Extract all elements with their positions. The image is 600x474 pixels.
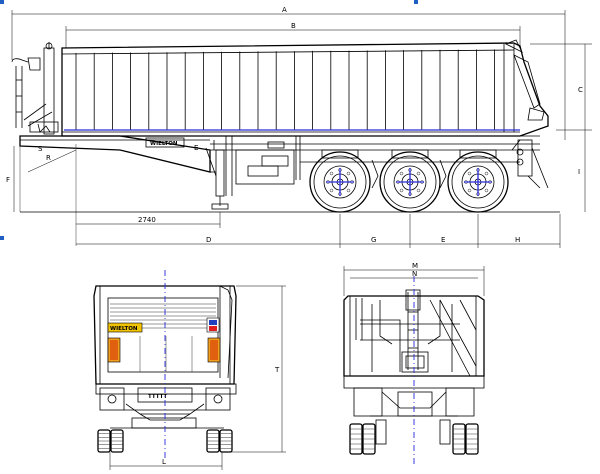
chassis: WIELTON: [19, 135, 540, 196]
tyre: [465, 423, 479, 455]
front-ladder: [11, 42, 59, 135]
front-ladder-top: [405, 289, 421, 311]
dim-label-r: R: [46, 154, 51, 162]
landing-gear: [205, 147, 229, 210]
dimension-t: T: [230, 285, 286, 453]
dim-label-n: N: [412, 270, 417, 278]
dim-label-2740: 2740: [138, 216, 156, 224]
rear-bumper-bar: [95, 383, 237, 395]
dimension-f: F: [6, 146, 15, 212]
dim-label-e: E: [194, 144, 198, 152]
tyre: [349, 423, 363, 455]
front-view: M N: [343, 262, 485, 466]
rear-brand-badge: [107, 322, 143, 333]
dim-label-e2: E: [441, 236, 445, 244]
front-tyres: [349, 423, 479, 455]
dimension-m: M: [343, 262, 485, 296]
dimension-a: A: [11, 6, 566, 140]
dimension-b: B: [65, 22, 521, 48]
dim-label-f: F: [6, 176, 10, 184]
rear-light-left: [99, 387, 125, 411]
tyre: [452, 423, 466, 455]
dimension-2740: 2740: [76, 212, 221, 228]
side-view: A B: [6, 6, 592, 248]
dim-label-c: C: [578, 86, 583, 94]
dim-label-t: T: [274, 366, 280, 374]
dim-label-g: G: [371, 236, 376, 244]
rear-view: WIELTON TTTTT T: [93, 270, 286, 470]
dim-label-b: B: [291, 22, 296, 30]
rear-light-right: [205, 387, 231, 411]
selection-handles[interactable]: [0, 0, 418, 240]
dimension-l: L: [109, 452, 223, 470]
rear-brand-label: WIELTON: [110, 326, 138, 332]
dim-label-a: A: [282, 6, 287, 14]
front-dimensions: R S E I: [27, 144, 580, 176]
side-brand-label: WIELTON: [150, 141, 178, 147]
axle-group: [309, 149, 509, 230]
dim-label-m: M: [412, 262, 418, 270]
tipper-body: [61, 39, 549, 137]
rear-bumper: [511, 139, 549, 189]
rear-door-slats: [110, 303, 216, 372]
body-ribs: [75, 49, 496, 130]
axle-wheel: [309, 149, 371, 230]
tyre: [362, 423, 376, 455]
suspension-link: [371, 159, 379, 189]
suspension-link: [439, 159, 447, 189]
tyre: [219, 429, 233, 453]
dim-label-h: H: [515, 236, 520, 244]
dimension-c: C: [530, 43, 592, 212]
dimension-chain: D G E H: [76, 214, 561, 248]
dim-label-l: L: [162, 458, 166, 466]
dim-label-i: I: [578, 168, 580, 176]
dim-label-d: D: [206, 236, 211, 244]
rear-tyres: [97, 429, 233, 453]
dim-label-s: S: [38, 145, 43, 153]
rear-plate-text: TTTTT: [148, 394, 168, 400]
tyre: [97, 429, 111, 453]
tyre: [110, 429, 124, 453]
tyre: [206, 429, 220, 453]
